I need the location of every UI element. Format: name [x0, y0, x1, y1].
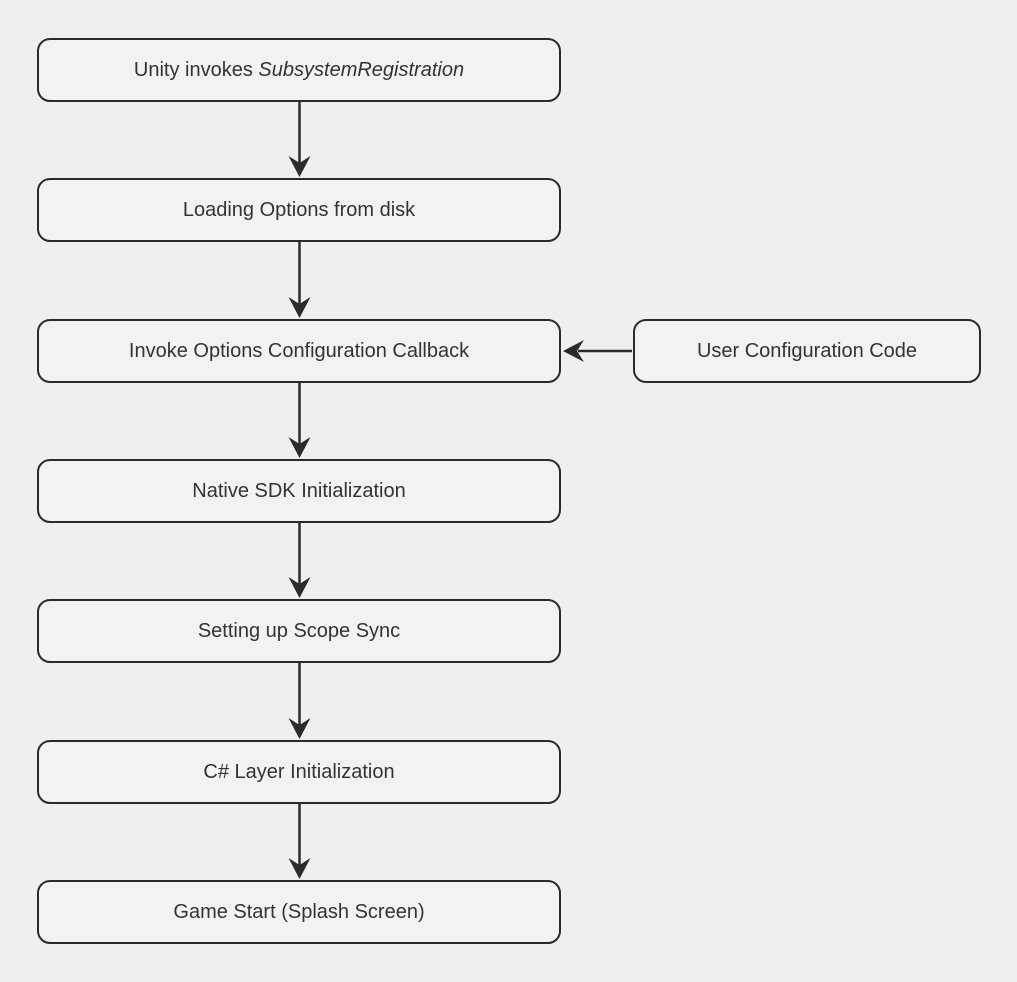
node-csharp-layer-initialization: C# Layer Initialization — [37, 740, 561, 804]
edge-user-config-to-callback — [563, 340, 632, 362]
node-loading-options-from-disk: Loading Options from disk — [37, 178, 561, 242]
edge-native-sdk-to-scope-sync — [288, 522, 311, 598]
node-native-sdk-initialization: Native SDK Initialization — [37, 459, 561, 523]
node-invoke-options-configuration-callback: Invoke Options Configuration Callback — [37, 319, 561, 383]
edge-csharp-to-game-start — [288, 803, 311, 879]
edge-unity-to-loading — [288, 101, 311, 177]
node-label: Native SDK Initialization — [192, 479, 406, 502]
node-label: User Configuration Code — [696, 339, 918, 362]
node-label: Game Start (Splash Screen) — [173, 900, 425, 923]
node-setting-up-scope-sync: Setting up Scope Sync — [37, 599, 561, 663]
node-label: C# Layer Initialization — [203, 760, 395, 783]
node-label: Loading Options from disk — [182, 198, 416, 221]
node-label-italic: SubsystemRegistration — [258, 58, 465, 81]
node-unity-invokes-subsystem-registration: Unity invokes SubsystemRegistration — [37, 38, 561, 102]
edge-callback-to-native-sdk — [288, 382, 311, 458]
edge-scope-sync-to-csharp — [288, 662, 311, 739]
node-label: Setting up Scope Sync — [197, 619, 401, 642]
node-game-start-splash-screen: Game Start (Splash Screen) — [37, 880, 561, 944]
node-label: Unity invokes SubsystemRegistration — [133, 58, 465, 81]
edge-loading-to-callback — [288, 241, 311, 318]
node-label: Invoke Options Configuration Callback — [128, 339, 470, 362]
node-user-configuration-code: User Configuration Code — [633, 319, 981, 383]
